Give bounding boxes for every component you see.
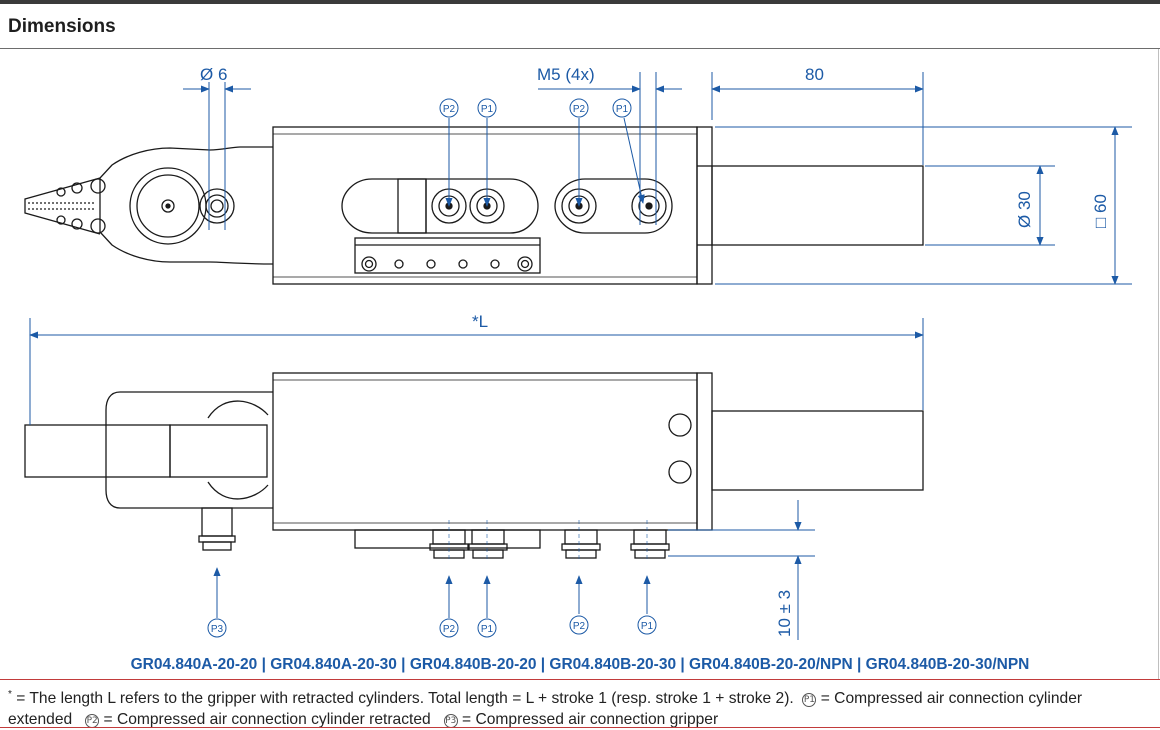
technical-drawing: Ø 6 M5 (4x) 80 *L Ø 30 □ 60 10 ± 3 P2 P1… (24, 65, 1132, 640)
footnote-top-rule (0, 679, 1160, 680)
port-label-top-p1b: P1 (612, 98, 632, 118)
svg-text:P1: P1 (641, 621, 654, 632)
footnote-p2: = Compressed air connection cylinder ret… (99, 711, 431, 729)
section-title: Dimensions (8, 16, 116, 37)
slot-left (341, 178, 539, 234)
fitting-p3 (198, 507, 236, 551)
port-label-side-p1a: P1 (477, 618, 497, 638)
dim-rod-length: 80 (805, 65, 824, 84)
svg-text:P2: P2 (443, 104, 456, 115)
port-label-top-p2b: P2 (569, 98, 589, 118)
port-label-top-p2a: P2 (439, 98, 459, 118)
model-list: GR04.840A-20-20 | GR04.840A-20-30 | GR04… (130, 656, 1030, 673)
dim-body-square: □ 60 (1091, 194, 1110, 228)
svg-text:P2: P2 (573, 621, 586, 632)
dim-thread: M5 (4x) (537, 65, 595, 84)
port-label-side-p2a: P2 (439, 618, 459, 638)
footnote-p1: = Compressed air connection cylinder ext… (8, 690, 1083, 729)
footnote-p3: = Compressed air connection gripper (457, 711, 719, 729)
fitting-p1b (630, 529, 670, 559)
svg-text:P3: P3 (211, 624, 224, 635)
sensor-rail (354, 237, 541, 274)
port-label-side-p1b: P1 (637, 615, 657, 635)
cylinder-rod (711, 165, 924, 246)
port-label-side-p2b: P2 (569, 615, 589, 635)
top-border (0, 0, 1160, 4)
top-view (24, 126, 924, 285)
gripper-arm (99, 146, 274, 265)
svg-text:P1: P1 (481, 104, 494, 115)
dim-length: *L (472, 312, 488, 331)
footnote: * = The length L refers to the gripper w… (8, 684, 1158, 730)
slot-right (554, 178, 673, 234)
svg-text:P2: P2 (573, 104, 586, 115)
dim-bore: Ø 6 (200, 65, 227, 84)
side-view (24, 372, 924, 559)
p1-legend-icon: P1 (802, 693, 817, 708)
footnote-star: * (8, 689, 12, 700)
svg-text:P1: P1 (616, 104, 629, 115)
title-divider (0, 48, 1160, 49)
port-label-side-p3: P3 (207, 618, 227, 638)
side-body (272, 372, 698, 531)
footnote-bottom-rule (0, 727, 1160, 728)
svg-text:P1: P1 (481, 624, 494, 635)
end-plate (696, 126, 713, 285)
dim-port-height: 10 ± 3 (775, 590, 794, 637)
dimension-lines (29, 72, 1132, 640)
gripper-jaws (24, 177, 101, 235)
fitting-p1a (468, 529, 508, 559)
dim-rod-diameter: Ø 30 (1015, 191, 1034, 228)
side-rail (354, 529, 541, 549)
footnote-text-l: = The length L refers to the gripper wit… (11, 690, 794, 708)
side-rod (711, 410, 924, 491)
fitting-p2b (561, 529, 601, 559)
svg-text:P2: P2 (443, 624, 456, 635)
side-gripper (105, 391, 273, 509)
drawing-frame (0, 49, 1159, 679)
port-label-top-p1a: P1 (477, 98, 497, 118)
